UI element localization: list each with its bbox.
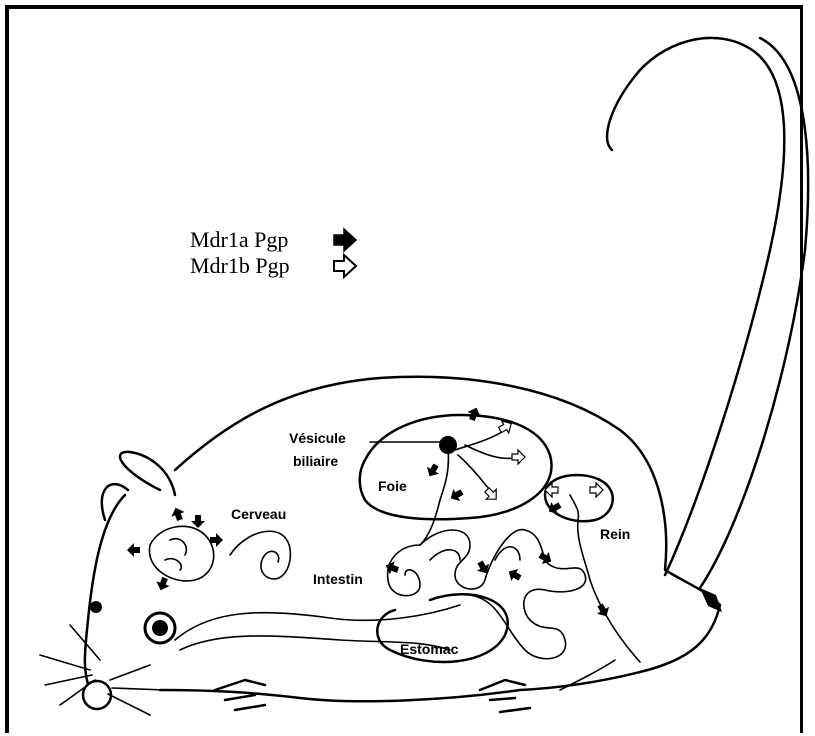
intestine — [383, 530, 585, 659]
label-rein: Rein — [600, 526, 630, 542]
legend-mdr1a-label: Mdr1a Pgp — [190, 227, 288, 252]
label-cerveau: Cerveau — [231, 506, 286, 522]
label-estomac: Estomac — [400, 641, 459, 657]
organ-labels: Vésicule biliaire Foie Cerveau Rein Inte… — [231, 430, 630, 657]
label-vesicule-line2: biliaire — [293, 453, 338, 469]
mouse-body — [40, 377, 720, 715]
filled-arrow-icon — [334, 229, 356, 251]
label-foie: Foie — [378, 478, 407, 494]
label-intestin: Intestin — [313, 571, 363, 587]
label-vesicule-line1: Vésicule — [289, 430, 346, 446]
brain — [127, 505, 223, 592]
legend: Mdr1a Pgp Mdr1b Pgp — [190, 227, 356, 278]
legend-mdr1b-label: Mdr1b Pgp — [190, 253, 290, 278]
liver — [360, 405, 552, 545]
open-arrow-icon — [334, 255, 356, 277]
tail — [607, 38, 808, 612]
